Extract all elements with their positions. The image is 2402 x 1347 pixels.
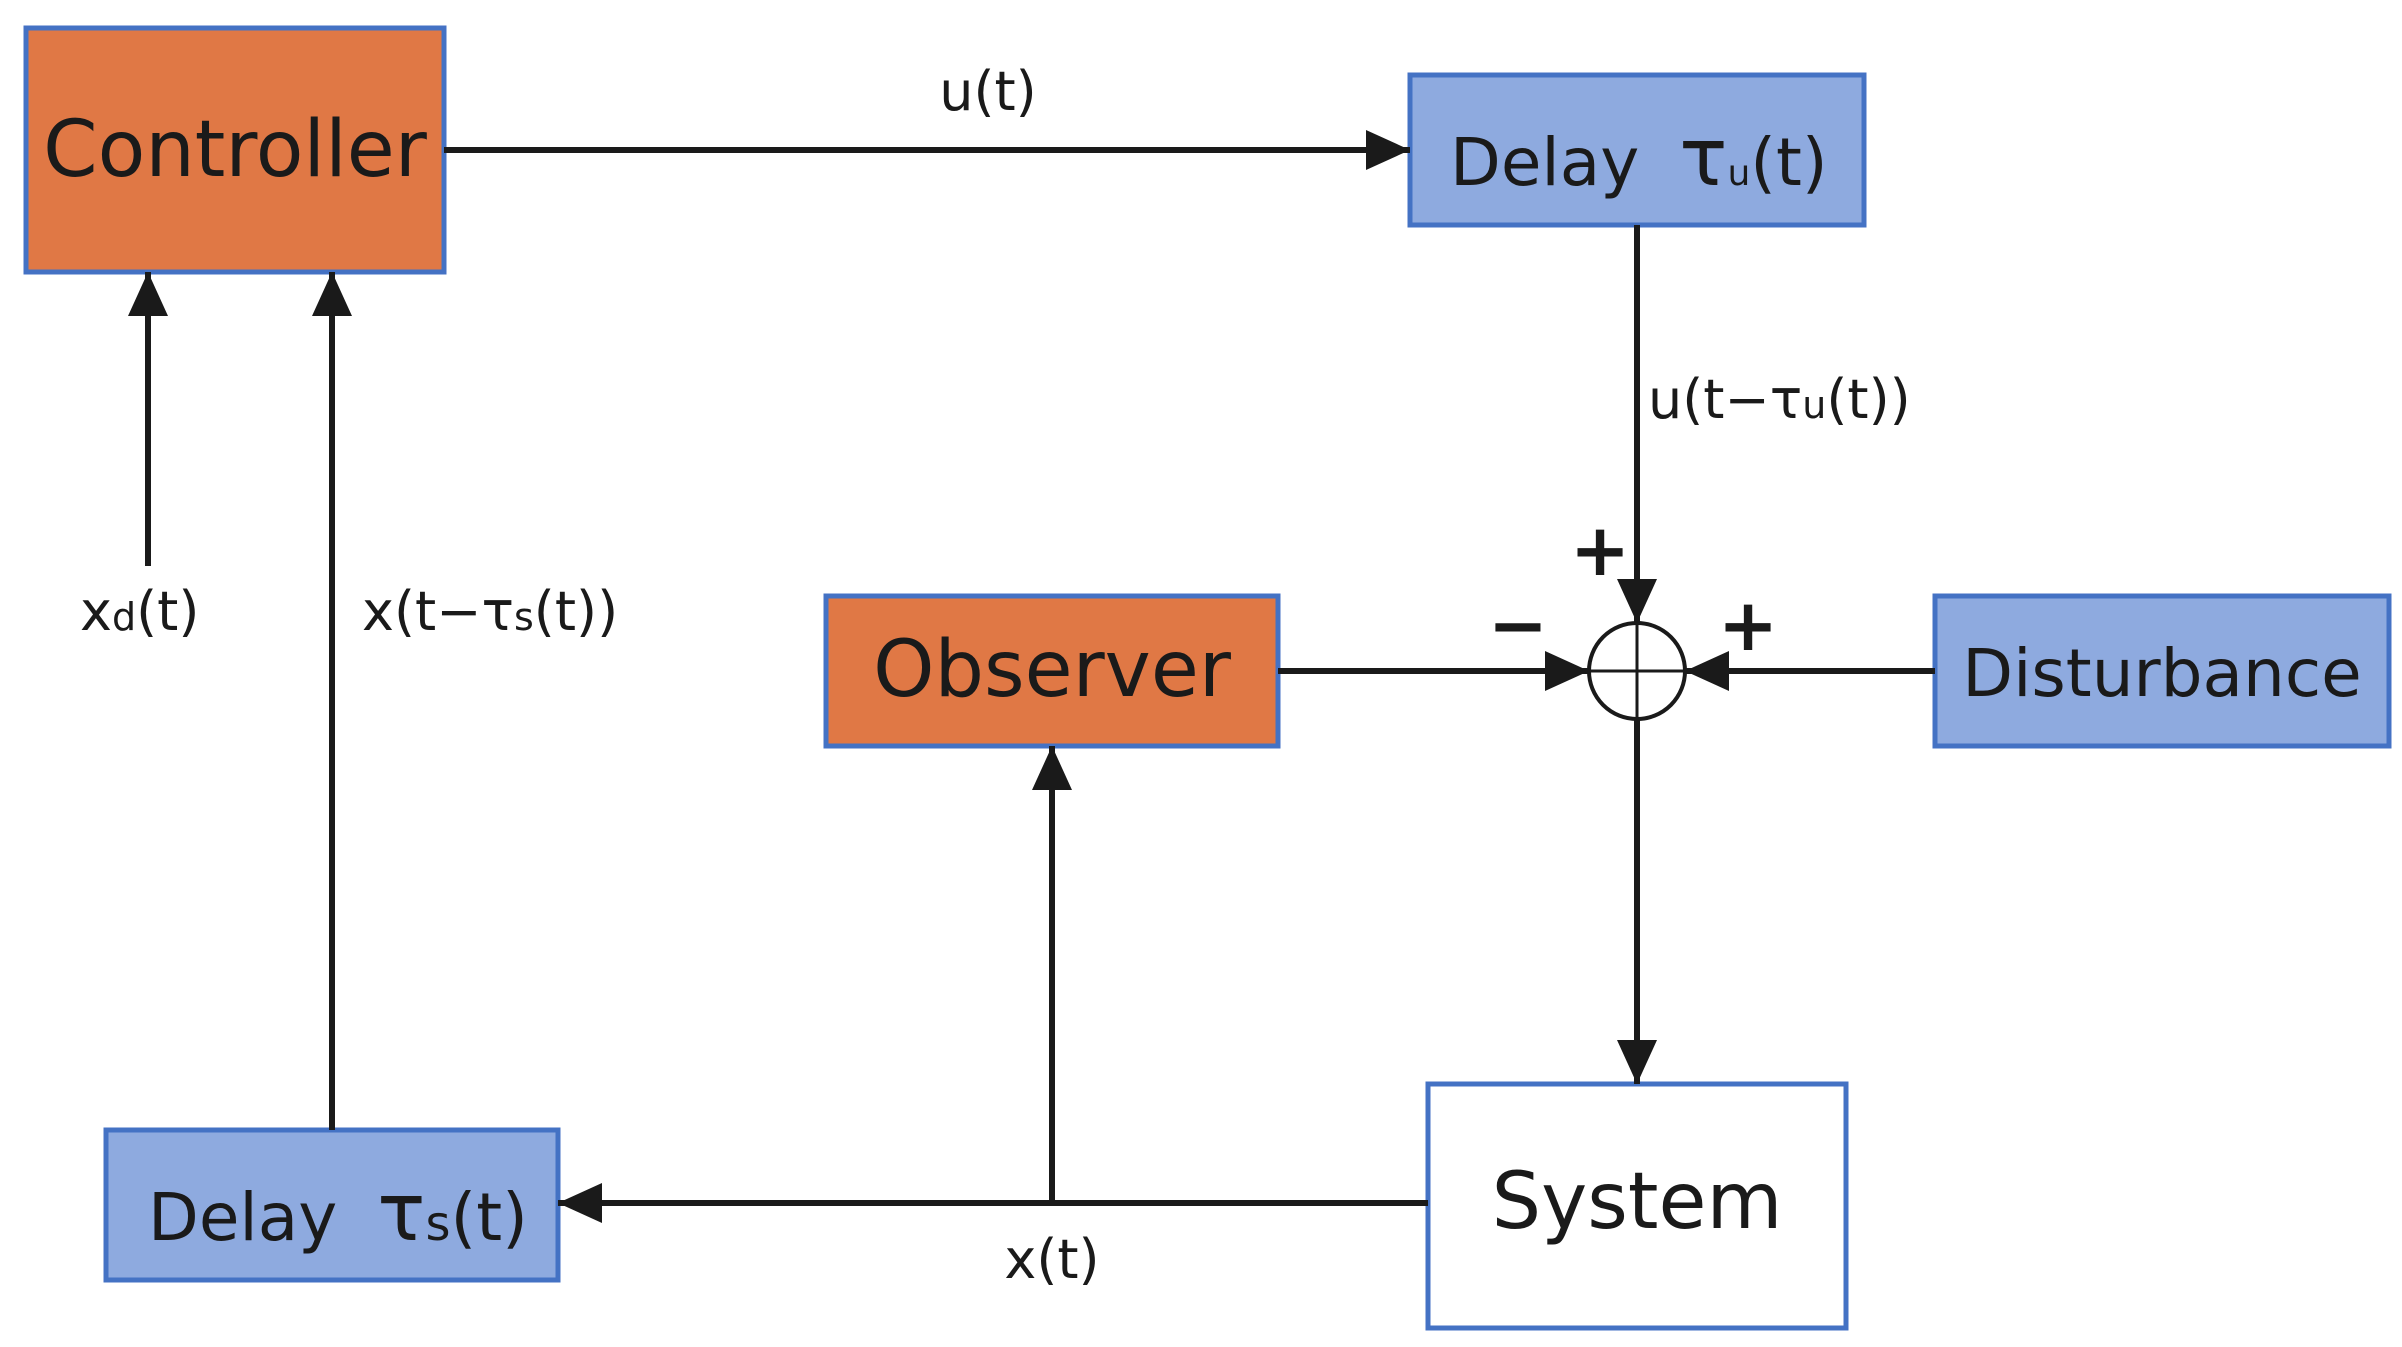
summing-junction [1587, 621, 1687, 721]
signal-u-t: u(t) [939, 60, 1037, 123]
sign-left: − [1488, 583, 1548, 667]
signal-xd-t: xd(t) [80, 580, 199, 643]
system-label: System [1492, 1157, 1783, 1247]
signal-u-delayed: u(t−τu(t)) [1648, 368, 1911, 431]
controller-block: Controller [23, 25, 447, 275]
sign-top: + [1570, 508, 1630, 592]
disturbance-label: Disturbance [1962, 635, 2361, 712]
signal-x-t: x(t) [1004, 1228, 1099, 1291]
observer-label: Observer [873, 625, 1232, 715]
observer-block: Observer [823, 593, 1281, 749]
sign-right: + [1718, 583, 1778, 667]
controller-label: Controller [43, 105, 428, 195]
system-block: System [1425, 1081, 1849, 1331]
disturbance-block: Disturbance [1932, 593, 2392, 749]
signal-x-delayed: x(t−τs(t)) [362, 580, 618, 643]
